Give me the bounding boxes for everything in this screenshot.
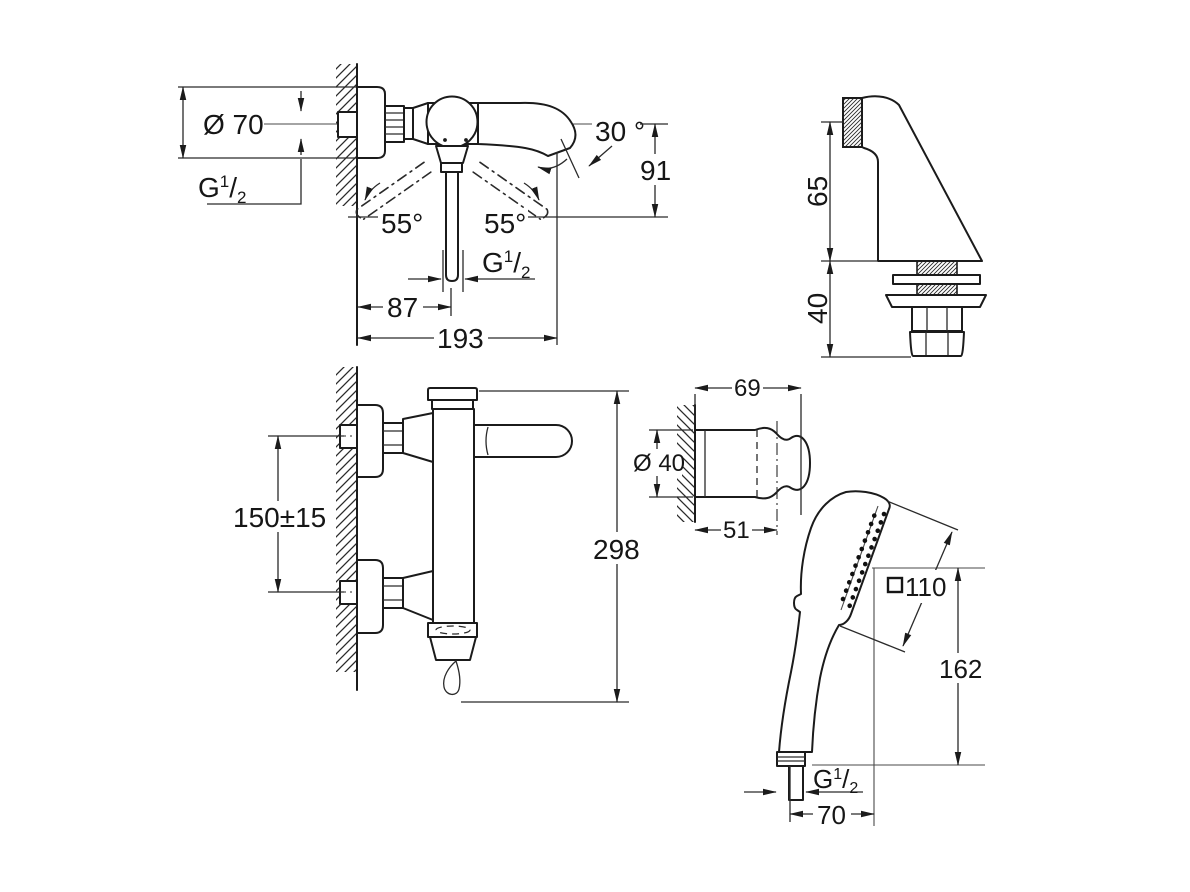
lever-handle [473, 424, 573, 458]
inlet-pipe [337, 111, 358, 138]
dim-escutcheon-diameter: Ø 70 [203, 109, 264, 140]
dim-spout-angle: 30 ° [595, 116, 645, 147]
spout [477, 101, 577, 157]
dim-depth-total: 69 [734, 375, 761, 402]
outlet-thread-tube [788, 765, 804, 801]
dim-inlet-thread: G1/2 [198, 172, 247, 207]
union-ring [403, 107, 414, 140]
view-wall-holder: 69 Ø 40 51 [630, 374, 811, 544]
dim-shower-thread: G1/2 [813, 764, 858, 797]
holder-body [694, 426, 811, 500]
view-mixer-front: 150±15 298 [230, 366, 645, 703]
dim-swing-right: 55° [484, 208, 526, 239]
outlet-cup [429, 636, 477, 661]
swing-arrow-left [364, 182, 381, 201]
view-deck-union: 65 40 [802, 95, 987, 358]
body-cap [427, 387, 478, 401]
dim-spout-drop: 91 [640, 155, 671, 186]
escutcheon-top [356, 404, 384, 478]
wall-hatch [336, 367, 357, 672]
lever-collar [435, 145, 469, 164]
outlet-hidden-edge [435, 625, 471, 635]
dim-outlet-thread: G1/2 [482, 247, 531, 282]
screw-dot [464, 138, 468, 142]
dim-face-size: 110 [905, 572, 946, 602]
wall-hatch [677, 405, 695, 522]
dim-connection-centers: 150±15 [233, 502, 326, 533]
leader-spout-angle [588, 145, 613, 167]
spray-nozzles [837, 508, 879, 610]
dim-height-above-deck: 65 [802, 176, 833, 207]
body-cap-ring [431, 399, 474, 410]
spout-cut-plane [560, 138, 580, 179]
dim-total-height: 298 [593, 534, 640, 565]
mount-hex [911, 306, 963, 332]
mount-washer [892, 274, 981, 285]
outlet-cone-nut [776, 751, 806, 767]
cartridge-cap [425, 95, 479, 149]
lever-swing-left [355, 161, 432, 220]
dim-swing-left: 55° [381, 208, 423, 239]
swing-arrow-right [523, 182, 540, 201]
dim-diameter: Ø 40 [633, 450, 685, 477]
spout-swivel-arc [537, 158, 568, 175]
union-thread [384, 105, 405, 143]
lever-swing-right [472, 161, 549, 220]
view-mixer-side: Ø 70 G1/2 30 ° 91 55° 55° G1/2 87 193 [178, 63, 673, 354]
escutcheon-bottom [356, 559, 384, 634]
water-drip [443, 659, 461, 696]
mount-washer-tapered [885, 294, 987, 308]
hose-guide-body [861, 95, 983, 262]
screw-dot [443, 138, 447, 142]
spray-nozzles [844, 511, 887, 616]
mount-thread [916, 260, 958, 276]
view-hand-shower: 110 162 G1/2 70 [744, 490, 985, 830]
dim-height-below-deck: 40 [802, 293, 833, 324]
union-cone-top [402, 412, 434, 463]
escutcheon [356, 86, 386, 159]
dim-reach-total: 193 [437, 323, 484, 354]
union-nut-top [382, 422, 404, 454]
lever-shaft [445, 171, 459, 282]
hose-guide-thread [842, 97, 863, 148]
leader-inlet-thread [207, 159, 302, 205]
mount-nut [909, 331, 965, 357]
mount-thread [916, 283, 958, 296]
body-column [432, 408, 475, 642]
dim-reach-to-handle: 87 [387, 292, 418, 323]
dim-width: 70 [817, 800, 846, 830]
union-nut-bottom [382, 577, 404, 609]
dim-height: 162 [939, 654, 982, 684]
square-symbol-icon [886, 576, 904, 594]
lever-ring [440, 162, 463, 173]
dim-depth-body: 51 [723, 517, 750, 544]
